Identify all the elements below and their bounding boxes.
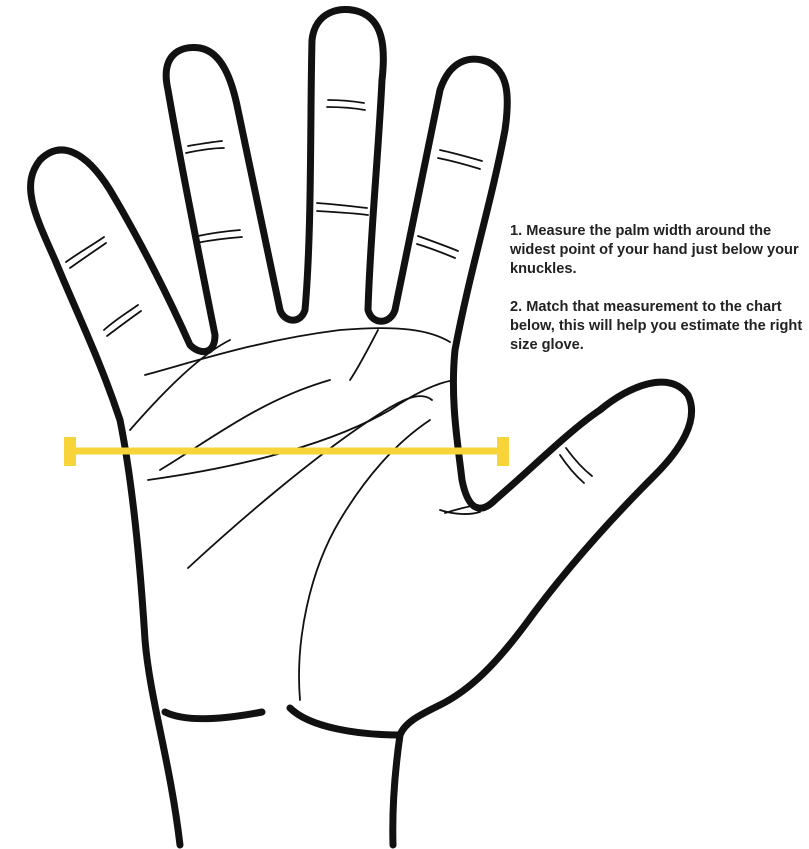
hand-outline xyxy=(31,9,692,845)
finger3-crease-2b xyxy=(317,211,368,215)
palm-line-life xyxy=(188,396,432,568)
finger4-crease-2 xyxy=(418,236,458,251)
instruction-step-1: 1. Measure the palm width around the wid… xyxy=(510,222,806,279)
finger3-crease-2 xyxy=(317,203,367,208)
finger2-crease-1 xyxy=(188,141,222,146)
wrist-crease-right xyxy=(290,708,400,735)
wrist-crease-left xyxy=(165,712,262,719)
measurement-bar-left-cap xyxy=(64,437,76,466)
palm-line-fate xyxy=(299,420,430,700)
thumb-crease-2 xyxy=(566,448,592,476)
palm-line-heart xyxy=(130,340,230,430)
finger4-crease-2b xyxy=(417,244,455,258)
finger2-crease-1b xyxy=(186,148,224,153)
finger3-crease-1 xyxy=(328,100,364,103)
finger2-crease-2b xyxy=(196,237,242,243)
palm-line-head xyxy=(148,380,455,480)
finger4-crease-1b xyxy=(438,158,480,169)
thumb-crease-1 xyxy=(560,455,584,483)
measurement-bar-right-cap xyxy=(497,437,509,466)
palm-line-mid xyxy=(160,380,330,470)
finger2-crease-2 xyxy=(198,230,240,236)
instruction-step-2: 2. Match that measurement to the chart b… xyxy=(510,298,806,355)
measurement-instructions: 1. Measure the palm width around the wid… xyxy=(510,222,806,374)
palm-line-connector xyxy=(350,330,378,380)
finger3-crease-1b xyxy=(327,107,365,110)
